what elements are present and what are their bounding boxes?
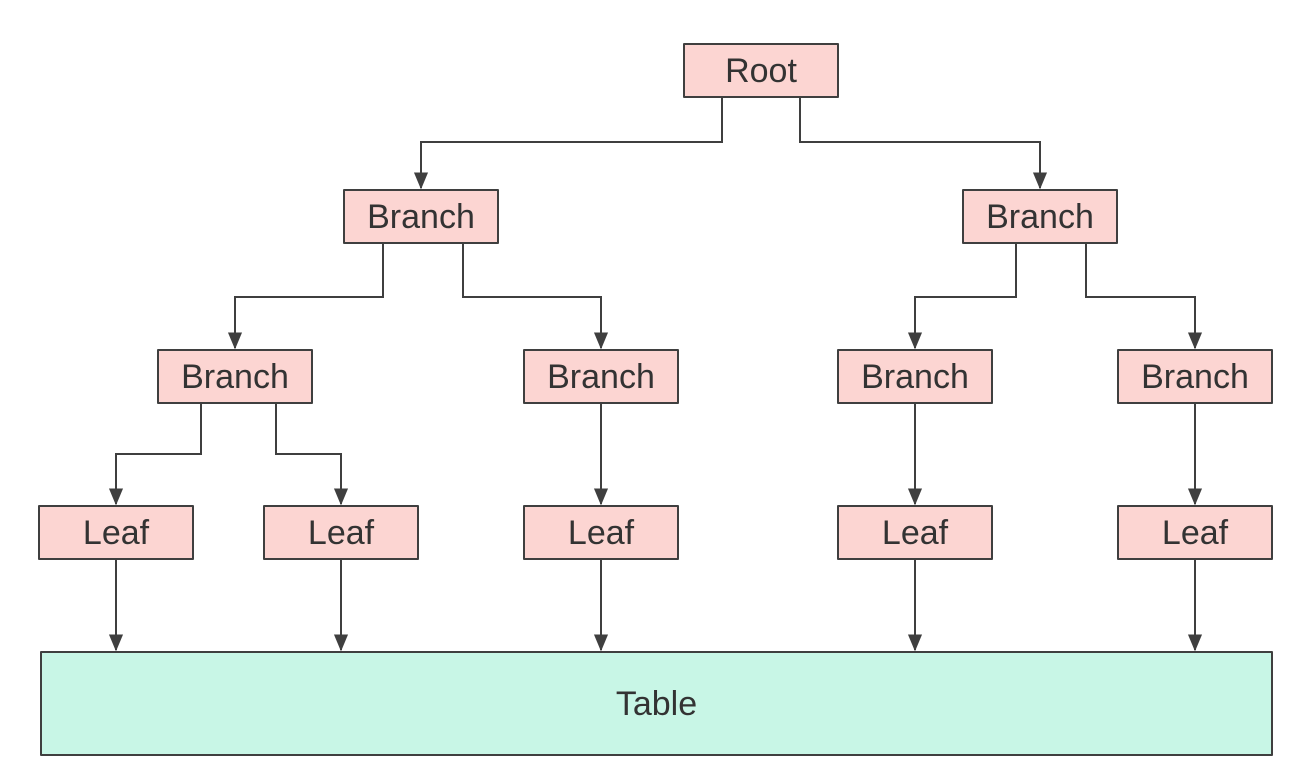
connector-root-to-branch-right [799, 98, 1048, 190]
node-branch-left-2: Branch [523, 349, 679, 404]
node-branch-right: Branch [962, 189, 1118, 244]
connector-branch-left-1-to-leaf-1 [108, 404, 202, 506]
node-root: Root [683, 43, 839, 98]
connector-branch-right-to-branch-right-1 [907, 244, 1017, 350]
connector-branch-left-1-to-leaf-2 [275, 404, 349, 506]
node-leaf-3: Leaf [523, 505, 679, 560]
node-table: Table [40, 651, 1273, 756]
node-branch-right-2: Branch [1117, 349, 1273, 404]
node-branch-left-1: Branch [157, 349, 313, 404]
connector-branch-right-to-branch-right-2 [1085, 244, 1203, 350]
node-leaf-1: Leaf [38, 505, 194, 560]
connector-root-to-branch-left [413, 98, 723, 190]
node-leaf-5: Leaf [1117, 505, 1273, 560]
connector-branch-left-to-branch-left-2 [462, 244, 609, 350]
node-branch-right-1: Branch [837, 349, 993, 404]
connector-branch-left-to-branch-left-1 [227, 244, 384, 350]
node-leaf-2: Leaf [263, 505, 419, 560]
node-branch-left: Branch [343, 189, 499, 244]
node-leaf-4: Leaf [837, 505, 993, 560]
